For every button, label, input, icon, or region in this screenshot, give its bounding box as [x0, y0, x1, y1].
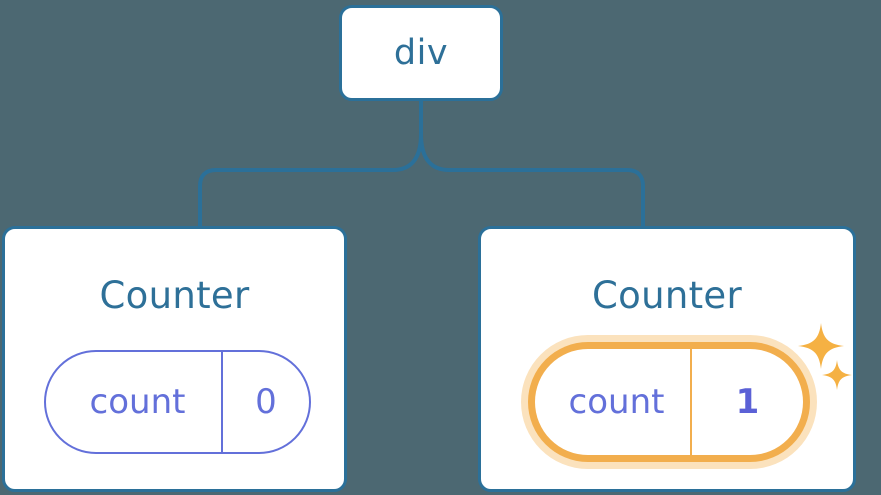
state-pill-left-body: count 0	[44, 350, 311, 454]
state-pill-left-value: 0	[255, 382, 277, 422]
node-div[interactable]: div	[339, 5, 503, 101]
state-pill-left-divider	[221, 352, 223, 452]
state-pill-right[interactable]: count 1	[521, 335, 817, 469]
state-pill-left-key: count	[89, 382, 186, 422]
state-pill-right-divider	[690, 349, 692, 455]
state-pill-left[interactable]: count 0	[44, 350, 311, 454]
node-div-label: div	[393, 32, 449, 73]
node-counter-right-title: Counter	[592, 274, 742, 317]
connector-left-branch	[198, 132, 423, 230]
state-pill-right-value: 1	[735, 382, 760, 422]
connector-right-branch	[419, 99, 645, 230]
state-pill-right-key: count	[568, 382, 665, 422]
node-counter-left-title: Counter	[99, 274, 250, 317]
node-counter-right[interactable]: Counter count 1	[478, 226, 856, 492]
sparkle-small-icon	[822, 360, 852, 390]
state-pill-right-body: count 1	[535, 349, 803, 455]
node-counter-left[interactable]: Counter count 0	[2, 226, 347, 492]
sparkle-large-icon	[798, 323, 844, 369]
